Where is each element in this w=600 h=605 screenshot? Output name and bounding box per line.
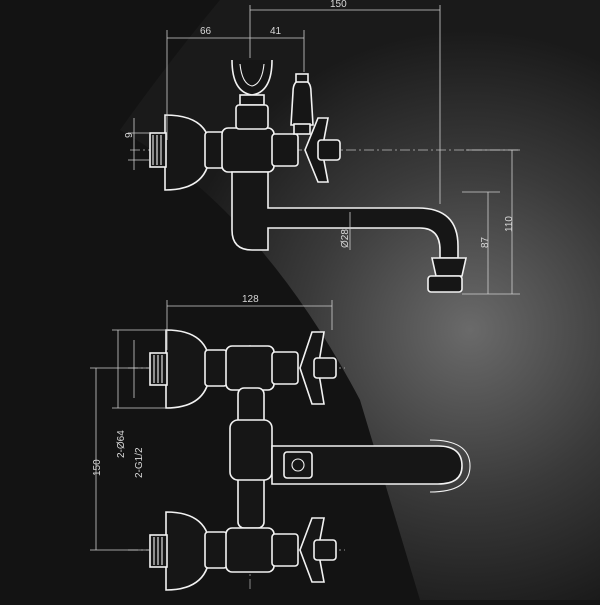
spout-aerator bbox=[431, 257, 467, 277]
dim-87: 87 bbox=[480, 236, 491, 248]
holder-stem bbox=[239, 94, 265, 106]
top-handle-hub bbox=[317, 139, 341, 161]
dim-110: 110 bbox=[504, 216, 515, 232]
front-upper-body bbox=[225, 345, 275, 391]
front-upper-right-nut bbox=[271, 351, 299, 385]
diverter-stem bbox=[293, 123, 311, 135]
diverter-cap bbox=[295, 73, 309, 83]
top-view: 66 41 150 9 Ø28 87 110 bbox=[124, 0, 520, 295]
dim-g12: 2-G1/2 bbox=[134, 447, 145, 478]
front-lower-right-nut bbox=[271, 533, 299, 567]
top-inlet-thread bbox=[149, 132, 167, 168]
dim-64: 2-Ø64 bbox=[116, 430, 127, 458]
front-upper-nut bbox=[204, 349, 228, 387]
spout-outlet bbox=[427, 275, 463, 293]
top-right-nut bbox=[271, 133, 299, 167]
dim-128: 128 bbox=[242, 294, 259, 305]
front-middle-block bbox=[229, 419, 273, 481]
dim-41: 41 bbox=[270, 26, 282, 37]
front-lower-body bbox=[225, 527, 275, 573]
top-spout bbox=[231, 171, 459, 259]
top-body bbox=[221, 127, 275, 173]
front-lower-handle-hub bbox=[313, 539, 337, 561]
front-spout-nut bbox=[283, 451, 313, 479]
dim-66: 66 bbox=[200, 26, 212, 37]
front-upper-handle-hub bbox=[313, 357, 337, 379]
front-spout-nut-hole bbox=[291, 458, 305, 472]
dim-9: 9 bbox=[124, 132, 135, 138]
shower-holder-inner bbox=[239, 63, 265, 87]
front-spout-tip bbox=[429, 439, 471, 493]
front-lower-nut bbox=[204, 531, 228, 569]
dim-150-front: 150 bbox=[92, 459, 103, 476]
diverter-knob bbox=[290, 79, 314, 126]
dim-150-top: 150 bbox=[330, 0, 347, 10]
dim-28: Ø28 bbox=[340, 229, 351, 248]
holder-base bbox=[235, 104, 269, 130]
front-view: 128 150 2-Ø64 2-G1/2 bbox=[90, 294, 471, 591]
front-spout bbox=[271, 445, 463, 485]
